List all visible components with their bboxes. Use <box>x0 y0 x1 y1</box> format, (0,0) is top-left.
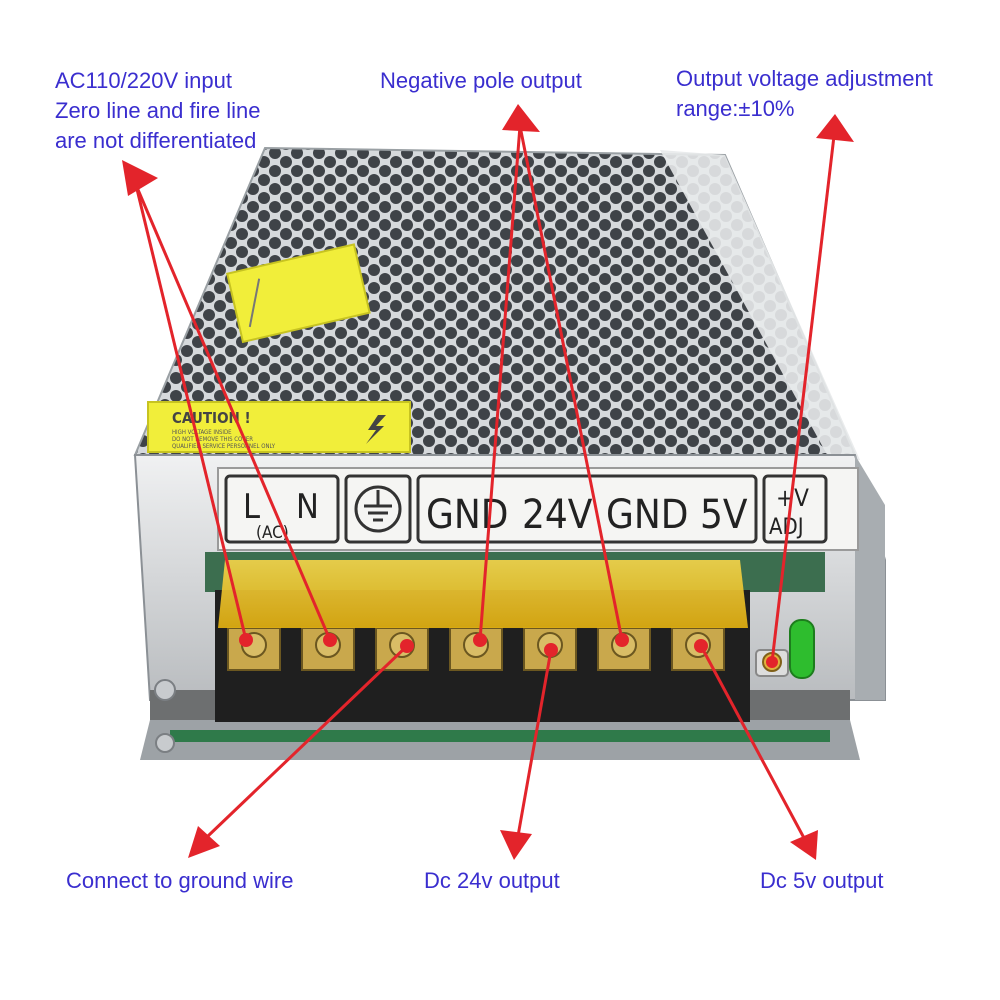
caution-line-1: HIGH VOLTAGE INSIDE <box>172 429 232 436</box>
terminal-5v-label: 5V <box>700 492 748 538</box>
callout-voltage-adjust-line-1: Output voltage adjustment <box>676 66 933 91</box>
lightning-icon <box>366 415 386 444</box>
terminal-gnd1-label: GND <box>426 492 509 538</box>
callout-ac-input-line-1: AC110/220V input <box>55 68 232 93</box>
callout-ac-input: AC110/220V input Zero line and fire line… <box>55 66 260 156</box>
callout-voltage-adjust-line-2: range:±10% <box>676 96 795 121</box>
terminal-gnd2-label: GND <box>606 492 689 538</box>
caution-line-3: QUALIFIED SERVICE PERSONNEL ONLY <box>172 443 276 450</box>
callout-ground-wire: Connect to ground wire <box>66 868 294 893</box>
terminal-n-label: N <box>296 487 319 527</box>
terminal-l-label: L <box>243 487 260 527</box>
terminal-ac-label: (AC) <box>256 523 289 543</box>
callout-ac-input-line-2: Zero line and fire line <box>55 98 261 123</box>
terminal-label-panel: L N (AC) GND 24V GND 5V +V ADJ <box>217 467 859 551</box>
caution-label: CAUTION ! HIGH VOLTAGE INSIDE DO NOT REM… <box>147 401 411 453</box>
callout-dc5: Dc 5v output <box>760 868 884 893</box>
callout-dc24: Dc 24v output <box>424 868 560 893</box>
warning-sticker <box>226 243 371 344</box>
callout-ac-input-line-3: are not differentiated <box>55 128 257 153</box>
caution-line-2: DO NOT REMOVE THIS COVER <box>172 436 253 443</box>
arrow-endpoint-dots <box>239 633 778 668</box>
annotation-arrows <box>122 104 854 860</box>
terminal-24v-label: 24V <box>522 492 593 538</box>
callout-voltage-adjust: Output voltage adjustment range:±10% <box>676 64 933 124</box>
callout-negative-pole: Negative pole output <box>380 68 582 93</box>
earth-ground-icon <box>354 485 402 533</box>
status-led <box>789 619 815 679</box>
